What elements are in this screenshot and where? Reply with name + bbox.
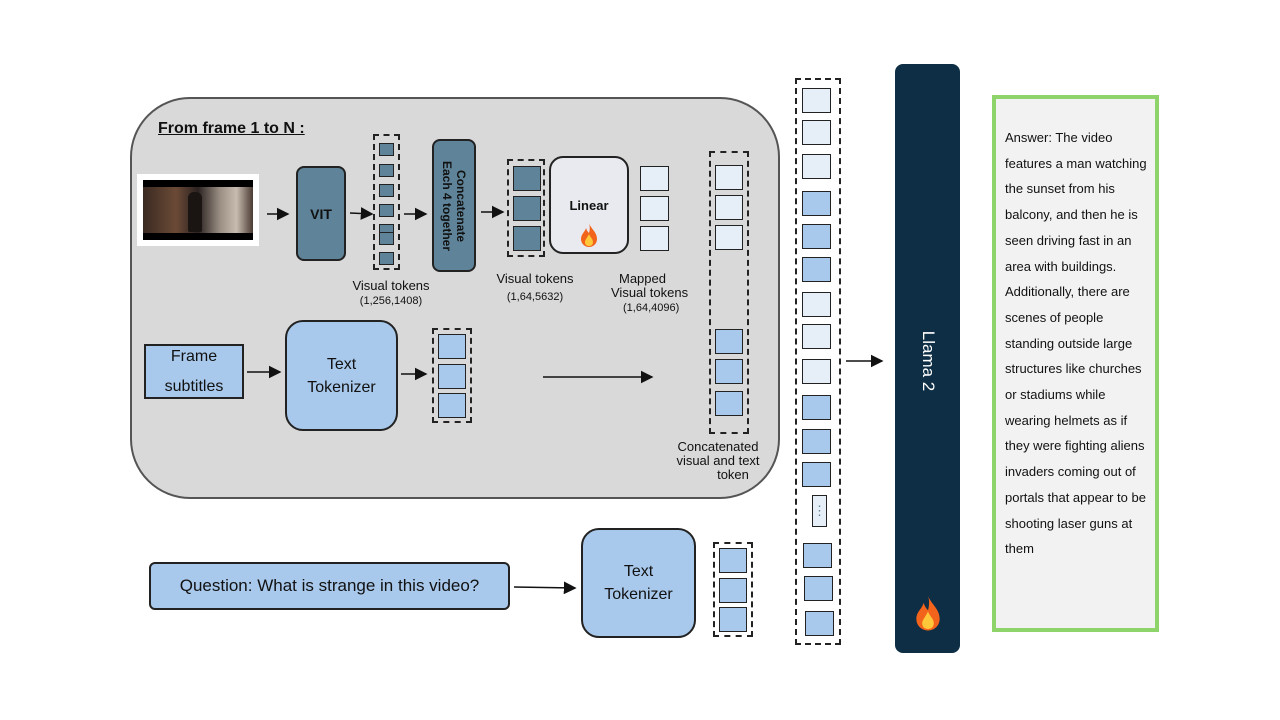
text-token [802,429,831,454]
vit-label: VIT [310,205,332,222]
visual-tokens-caption-1: Visual tokens (1,256,1408) [336,279,446,308]
text-token [719,548,747,573]
text-token [438,334,466,359]
fire-icon [916,595,940,631]
visual-tokens-caption-2: Visual tokens (1,64,5632) [482,272,588,304]
visual-token [379,164,394,177]
visual-token [379,232,394,245]
text-token [802,462,831,487]
subtitles-line2: subtitles [164,377,224,395]
visual-token [513,226,541,251]
visual-token [802,154,831,179]
caption-line2: visual and text [676,453,760,468]
visual-token [715,225,743,250]
text-token [715,359,743,384]
video-frame-thumbnail [137,174,259,246]
tokenizer-line2: Tokenizer [307,378,376,396]
concatenate-box: Concatenate Each 4 together [432,139,476,272]
visual-token [802,292,831,317]
tokenizer-line2: Tokenizer [604,586,673,603]
visual-token [513,166,541,191]
question-tokenizer-box: Text Tokenizer [581,528,696,638]
visual-token [379,204,394,217]
caption-label: Visual tokens [496,271,574,286]
panel-heading: From frame 1 to N : [158,120,305,137]
text-token [438,393,466,418]
mapped-token [640,226,669,251]
text-token [803,543,832,568]
answer-box: Answer: The video features a man watchin… [992,95,1159,632]
text-tokens-group [432,328,472,423]
text-token [715,391,743,416]
tokenizer-line1: Text [623,563,654,580]
visual-token [715,195,743,220]
mapped-tokens-caption: Mapped Visual tokens (1,64,4096) [611,272,711,315]
text-token [715,329,743,354]
visual-token [802,88,831,113]
frame-subtitles-box: Frame subtitles [144,344,244,399]
question-tokens-group [713,542,753,637]
visual-token [715,165,743,190]
visual-token [802,120,831,145]
text-token [804,576,833,601]
caption-shape: (1,64,4096) [623,302,680,314]
concat-label-line2: Each 4 together [440,160,454,251]
text-token [805,611,834,636]
llama-2-model: Llama 2 [895,64,960,653]
visual-token [802,324,831,349]
caption-shape: (1,64,5632) [506,291,564,303]
ellipsis-token: ⋮ [812,495,827,527]
caption-line2: Visual tokens [611,285,689,300]
text-token [802,257,831,282]
linear-label: Linear [569,198,609,213]
visual-token [379,252,394,265]
mapped-token [640,166,669,191]
concat-label-line1: Concatenate [454,169,468,242]
question-text: Question: What is strange in this video? [179,576,480,595]
caption-line1: Concatenated [677,439,759,454]
visual-token [379,184,394,197]
visual-token [379,143,394,156]
visual-token [513,196,541,221]
tokenizer-line1: Text [326,355,357,373]
fire-icon [581,223,597,247]
linear-projection-box: Linear [549,156,629,254]
text-token [802,191,831,216]
arrow-vit-to-tokens [349,207,374,220]
mapped-token [640,196,669,221]
vit-encoder-box: VIT [296,166,346,261]
caption-label: Visual tokens [352,278,430,293]
visual-tokens-group-1 [373,134,400,270]
text-token [802,395,831,420]
visual-tokens-group-2 [507,159,545,257]
caption-line1: Mapped [619,271,666,286]
llm-input-tokens-column: ⋮ [795,78,841,645]
question-box: Question: What is strange in this video? [149,562,510,610]
text-token [719,578,747,603]
text-token [438,364,466,389]
text-token [719,607,747,632]
llama-label: Llama 2 [918,330,938,392]
visual-token [802,359,831,384]
concatenated-tokens-column [709,151,749,434]
text-token [802,224,831,249]
caption-line3: token [717,467,749,482]
answer-text: Answer: The video features a man watchin… [1005,130,1147,557]
arrow-question-to-tokenizer [513,581,577,595]
concatenated-caption: Concatenated visual and text token [665,440,771,482]
text-tokenizer-box: Text Tokenizer [285,320,398,431]
caption-shape: (1,256,1408) [359,295,423,307]
subtitles-line1: Frame [170,347,218,365]
